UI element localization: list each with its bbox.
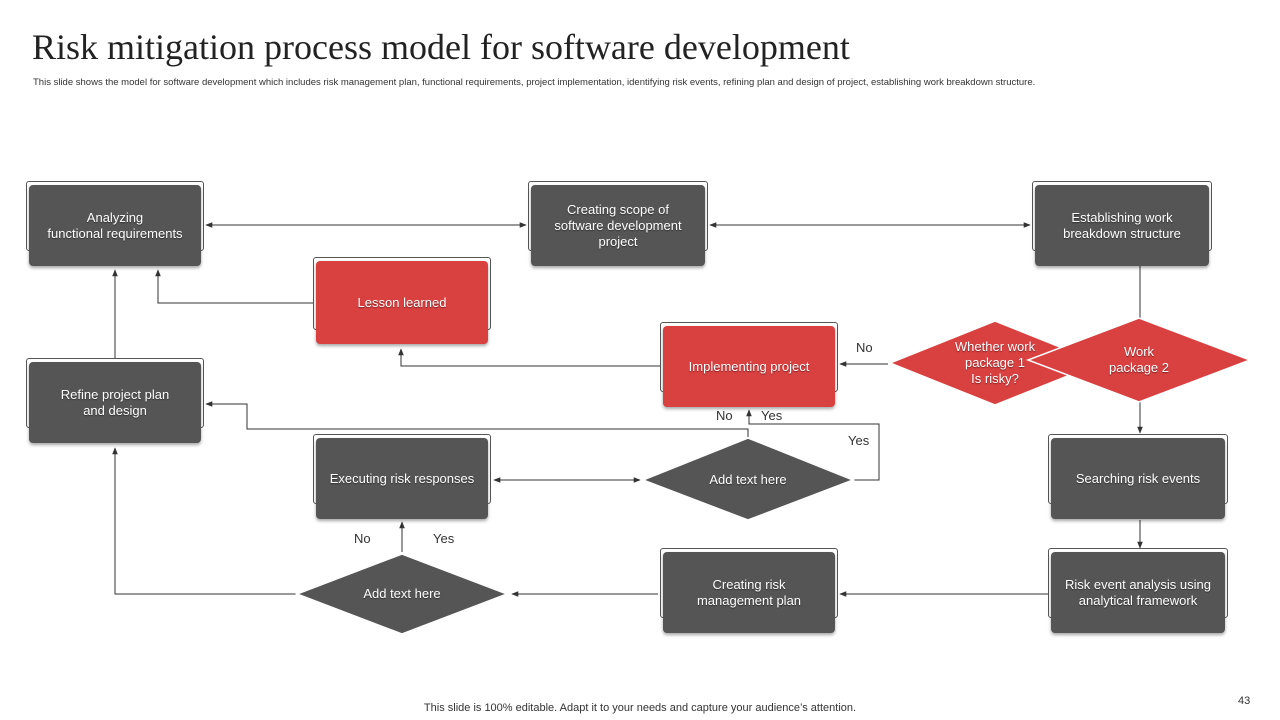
slide-subtitle: This slide shows the model for software … <box>33 77 1036 88</box>
yes-label: Yes <box>433 531 455 546</box>
risk-event-analysis-box: Risk event analysis using analytical fra… <box>1051 552 1225 633</box>
no-label: No <box>716 408 733 423</box>
refine-plan-box: Refine project plan and design <box>29 362 201 443</box>
yes-label: Yes <box>761 408 783 423</box>
add-text-mid-diamond <box>640 437 856 521</box>
add-text-mid-label: Add text here <box>709 472 787 487</box>
slide-title: Risk mitigation process model for softwa… <box>32 27 850 67</box>
no-label: No <box>354 531 371 546</box>
work-package-2-label: Work package 2 <box>1109 344 1169 375</box>
searching-risk-box: Searching risk events <box>1051 438 1225 519</box>
decision-diamonds <box>294 317 1253 635</box>
no-label: No <box>856 340 873 355</box>
creating-risk-plan-box: Creating risk management plan <box>663 552 835 633</box>
yes-label: Yes <box>848 433 870 448</box>
executing-risk-box: Executing risk responses <box>316 438 488 519</box>
work-package-2-diamond <box>1025 317 1253 403</box>
analyzing-requirements-box: Analyzing functional requirements <box>29 185 201 266</box>
page-number: 43 <box>1238 695 1251 707</box>
implementing-project-box: Implementing project <box>663 326 835 407</box>
establishing-wbs-box: Establishing work breakdown structure <box>1035 185 1209 266</box>
creating-scope-box: Creating scope of software development p… <box>531 185 705 266</box>
add-text-bottom-diamond <box>294 553 510 635</box>
whether-work-label: Whether work package 1 Is risky? <box>954 339 1036 386</box>
footer-note: This slide is 100% editable. Adapt it to… <box>423 702 857 714</box>
lesson-learned-box: Lesson learned <box>316 261 488 344</box>
add-text-bottom-label: Add text here <box>363 586 441 601</box>
